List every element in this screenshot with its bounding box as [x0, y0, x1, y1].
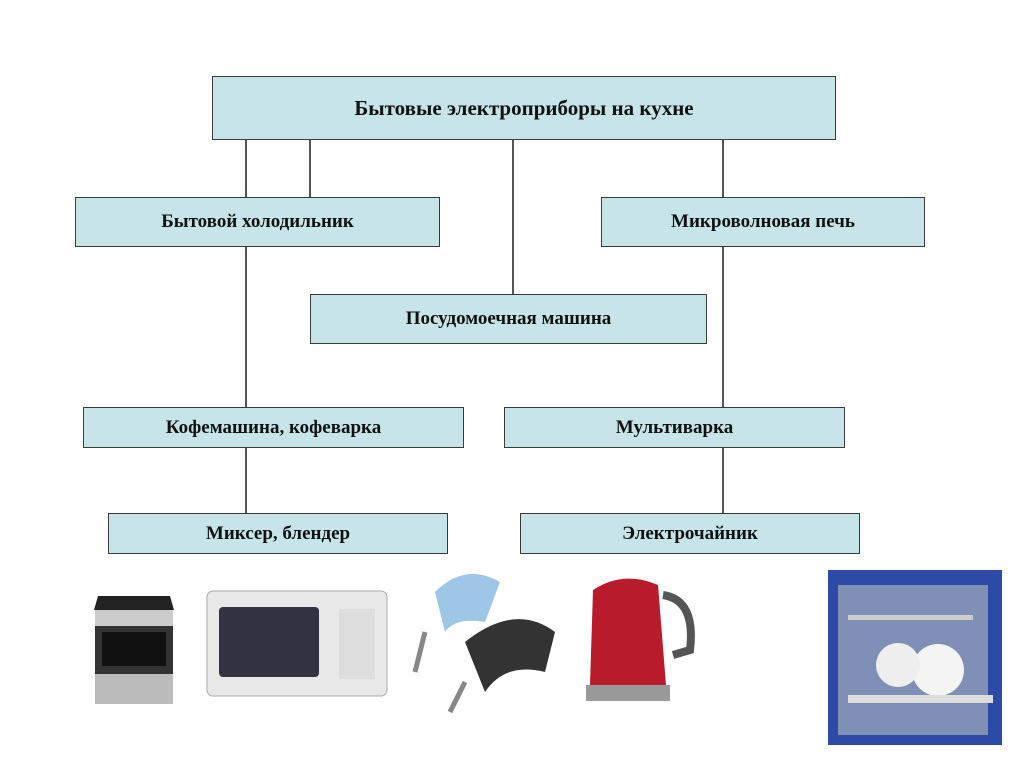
node-multicooker: Мультиварка [504, 407, 845, 448]
connector [722, 447, 724, 513]
connector [245, 246, 247, 407]
stove-image [94, 596, 174, 704]
node-microwave: Микроволновая печь [601, 197, 925, 247]
microwave-image [206, 590, 388, 697]
connector [245, 139, 247, 197]
connector [722, 246, 724, 407]
dishwasher-image [828, 570, 1002, 745]
connector [245, 447, 247, 513]
node-dishwasher: Посудомоечная машина [310, 294, 707, 344]
root-node: Бытовые электроприборы на кухне [212, 76, 836, 140]
node-kettle: Электрочайник [520, 513, 860, 554]
node-mixer: Миксер, блендер [108, 513, 448, 554]
connector [722, 139, 724, 197]
connector [512, 139, 514, 294]
kettle-image [586, 578, 695, 701]
node-fridge: Бытовой холодильник [75, 197, 440, 247]
node-coffee: Кофемашина, кофеварка [83, 407, 464, 448]
connector [309, 139, 311, 197]
hand-mixer-image [412, 574, 555, 714]
